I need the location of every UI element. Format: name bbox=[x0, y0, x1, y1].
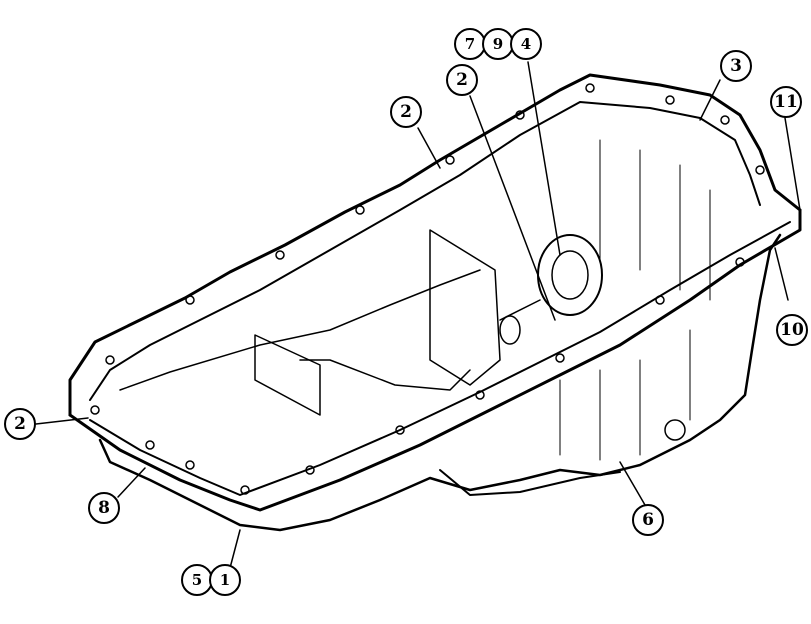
callout-8: 8 bbox=[88, 492, 120, 524]
callout-5: 5 bbox=[181, 564, 213, 596]
callout-6: 6 bbox=[632, 504, 664, 536]
callout-11: 11 bbox=[770, 86, 802, 118]
callout-1: 1 bbox=[209, 564, 241, 596]
callout-3: 3 bbox=[720, 50, 752, 82]
callout-2-left: 2 bbox=[4, 408, 36, 440]
callout-2-top: 2 bbox=[390, 96, 422, 128]
callout-2-center: 2 bbox=[446, 64, 478, 96]
callout-4: 4 bbox=[510, 28, 542, 60]
callout-10: 10 bbox=[776, 314, 808, 346]
callout-7: 7 bbox=[454, 28, 486, 60]
